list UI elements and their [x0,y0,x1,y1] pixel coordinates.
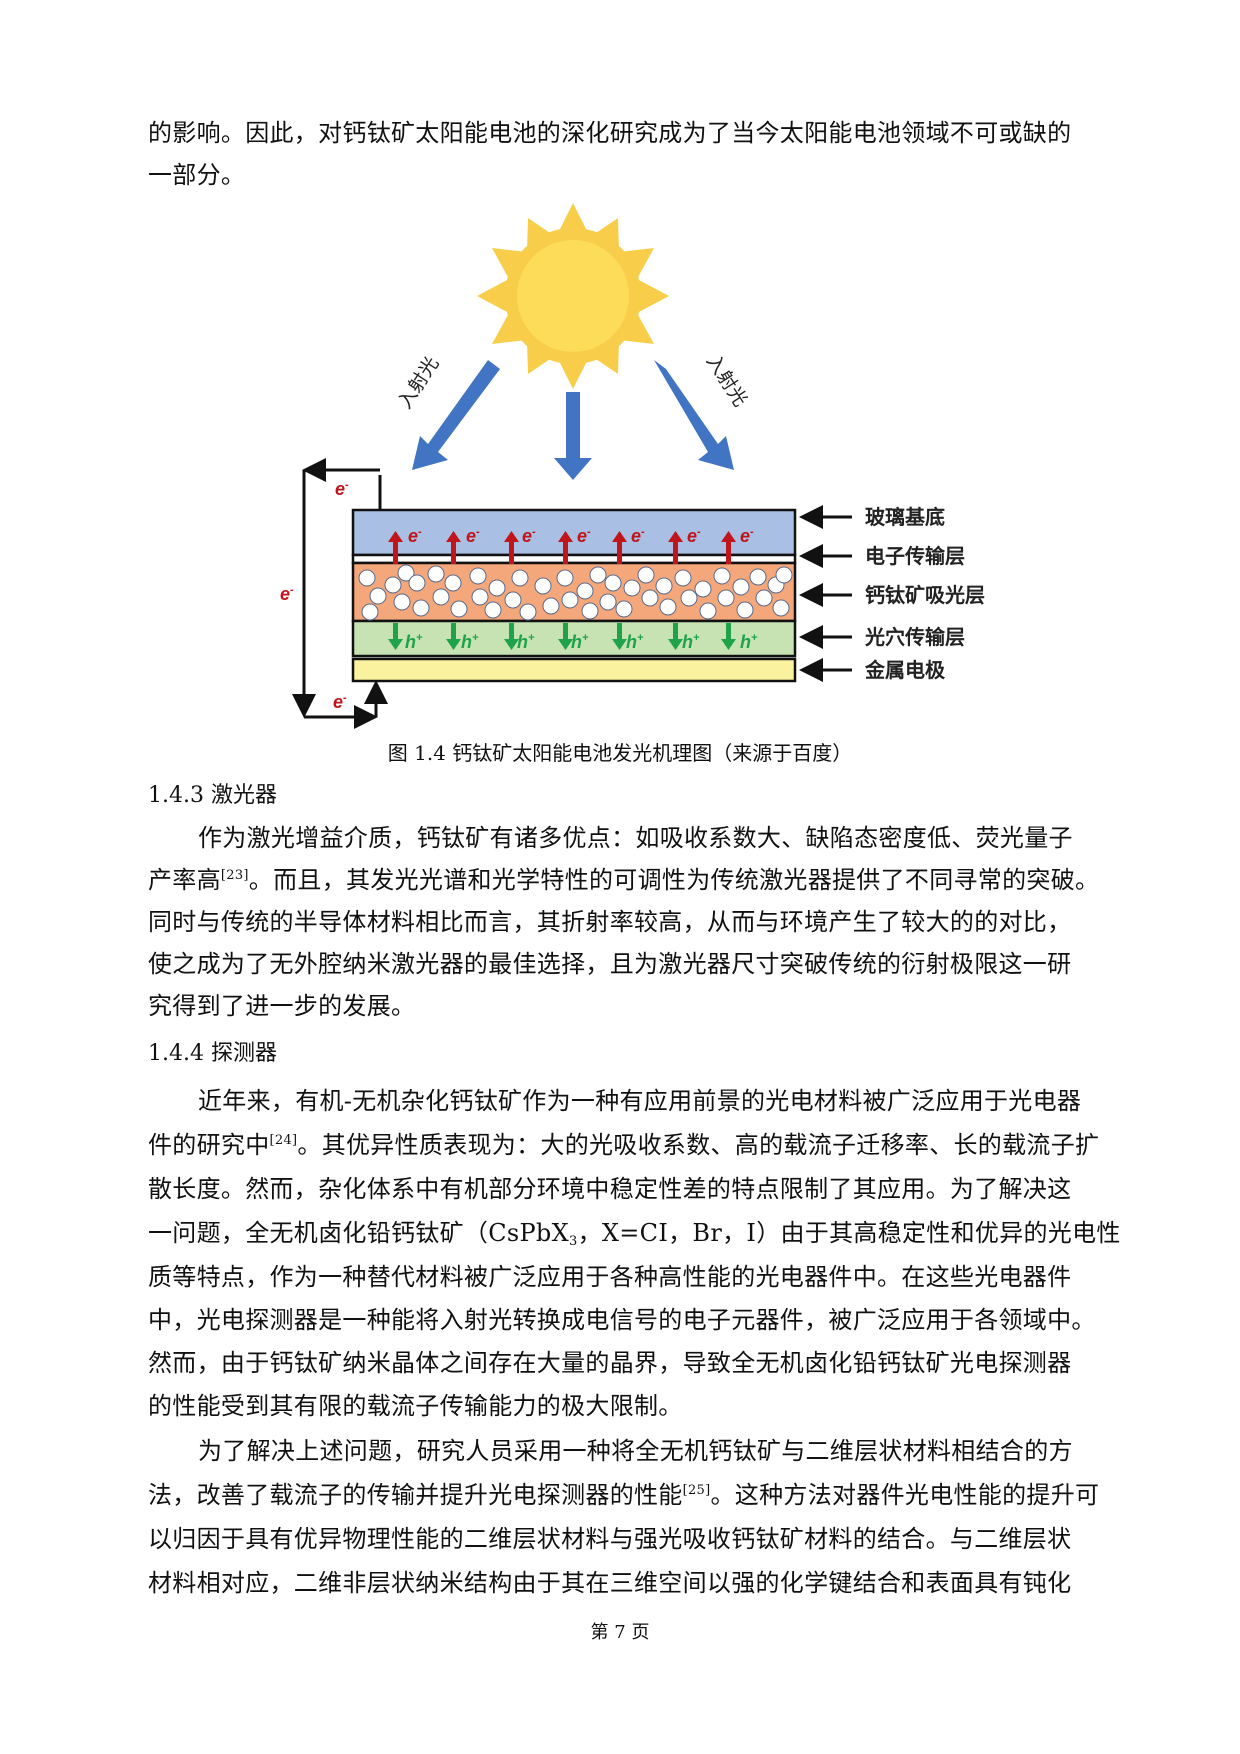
electron-label-left: e- [280,584,294,604]
layer-pointers [799,505,852,682]
layer-label-electrode: 金属电极 [864,658,946,682]
svg-text:e-: e- [631,526,645,546]
light-arrow-right-icon [654,360,734,470]
sun-icon [477,203,669,389]
body-text-line: 中，光电探测器是一种能将入射光转换成电信号的电子元器件，被广泛应用于各领域中。 [148,1306,1096,1334]
body-text-line: 的影响。因此，对钙钛矿太阳能电池的深化研究成为了当今太阳能电池领域不可或缺的 [148,119,1072,147]
light-arrow-center-icon [554,392,592,480]
electron-arrows: e- e- e- e- e- e- e- [388,526,754,564]
svg-text:e-: e- [466,526,480,546]
section-heading-1-4-4: 1.4.4 探测器 [148,1041,277,1066]
page-number: 第 7 页 [590,1622,650,1643]
light-arrow-left-icon [412,360,500,470]
layer-glass-substrate [351,508,797,557]
svg-text:e-: e- [522,526,536,546]
body-text-line: 作为激光增益介质，钙钛矿有诸多优点：如吸收系数大、缺陷态密度低、荧光量子 [198,824,1073,852]
svg-text:h+: h+ [682,632,700,652]
body-text-line: 法，改善了载流子的传输并提升光电探测器的性能[25]。这种方法对器件光电性能的提… [148,1481,1100,1509]
svg-text:e-: e- [577,526,591,546]
section-heading-1-4-3: 1.4.3 激光器 [148,783,277,808]
citation-ref: [24] [269,1133,298,1148]
body-text-line: 一问题，全无机卤化铅钙钛矿（CsPbX3，X=CI，Br，I）由于其高稳定性和优… [148,1219,1121,1249]
svg-text:h+: h+ [571,632,589,652]
svg-text:h+: h+ [626,632,644,652]
layer-hole-transport [351,619,797,658]
svg-text:h+: h+ [517,632,535,652]
body-text-line: 同时与传统的半导体材料相比而言，其折射率较高，从而与环境产生了较大的的对比， [148,908,1072,936]
svg-text:h+: h+ [740,632,758,652]
body-text-line: 的性能受到其有限的载流子传输能力的极大限制。 [148,1392,683,1420]
body-text-line: 究得到了进一步的发展。 [148,992,416,1020]
svg-text:h+: h+ [461,632,479,652]
body-text-line: 使之成为了无外腔纳米激光器的最佳选择，且为激光器尺寸突破传统的衍射极限这一研 [148,950,1072,978]
citation-ref: [25] [682,1483,711,1498]
hole-arrows: h+ h+ h+ h+ h+ h+ h+ [388,623,758,652]
figure-perovskite-solar-cell-diagram: 入射光 入射光 e- e- e- [280,203,985,729]
body-text-line: 以归因于具有优异物理性能的二维层状材料与强光吸收钙钛矿材料的结合。与二维层状 [148,1525,1072,1553]
svg-text:e-: e- [740,526,754,546]
external-circuit [292,458,388,729]
layer-label-glass: 玻璃基底 [865,505,945,529]
layer-metal-electrode [351,657,797,683]
svg-text:e-: e- [408,526,422,546]
figure-caption: 图 1.4 钙钛矿太阳能电池发光机理图（来源于百度） [387,741,853,765]
perovskite-grains [358,564,793,621]
citation-ref: [23] [220,868,249,883]
body-text-line: 质等特点，作为一种替代材料被广泛应用于各种高性能的光电器件中。在这些光电器件 [148,1263,1072,1291]
body-text-line: 然而，由于钙钛矿纳米晶体之间存在大量的晶界，导致全无机卤化铅钙钛矿光电探测器 [148,1349,1072,1377]
electron-label-top: e- [335,479,349,499]
incident-light-label-right: 入射光 [702,351,752,411]
svg-text:h+: h+ [405,632,423,652]
svg-text:e-: e- [687,526,701,546]
body-text-line: 材料相对应，二维非层状纳米结构由于其在三维空间以强的化学键结合和表面具有钝化 [148,1569,1072,1597]
incident-light-label-left: 入射光 [394,353,444,413]
layer-label-etl: 电子传输层 [865,544,965,568]
body-text-line: 散长度。然而，杂化体系中有机部分环境中稳定性差的特点限制了其应用。为了解决这 [148,1175,1072,1203]
body-text-line: 为了解决上述问题，研究人员采用一种将全无机钙钛矿与二维层状材料相结合的方 [198,1437,1073,1465]
body-text-line: 件的研究中[24]。其优异性质表现为：大的光吸收系数、高的载流子迁移率、长的载流… [148,1131,1100,1159]
layer-label-htl: 光穴传输层 [864,625,965,649]
body-text-line: 近年来，有机-无机杂化钙钛矿作为一种有应用前景的光电材料被广泛应用于光电器 [198,1087,1082,1115]
electron-label-bottom: e- [333,692,347,712]
body-text-line: 产率高[23]。而且，其发光光谱和光学特性的可调性为传统激光器提供了不同寻常的突… [148,866,1100,894]
layer-label-perovskite: 钙钛矿吸光层 [865,583,985,607]
body-text-line: 一部分。 [148,161,246,189]
